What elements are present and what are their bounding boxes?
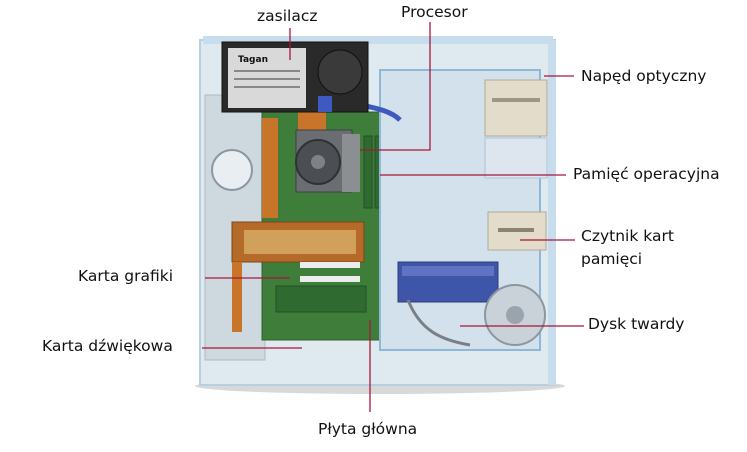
case-front-edge bbox=[548, 40, 556, 385]
graphics-card-pcb bbox=[244, 230, 356, 254]
cable-bundle-2 bbox=[406, 299, 471, 347]
case-top-edge bbox=[203, 36, 553, 44]
cpu-fan-hub bbox=[311, 155, 325, 169]
card-reader-slot bbox=[498, 228, 534, 232]
label-karta-grafiki: Karta grafiki bbox=[78, 267, 174, 285]
label-procesor: Procesor bbox=[401, 3, 468, 21]
label-karta-dzwiekowa: Karta dźwiękowa bbox=[42, 337, 173, 355]
pci-bracket bbox=[232, 262, 242, 332]
drive-bay bbox=[484, 137, 548, 179]
psu-brand-label: Tagan bbox=[238, 55, 268, 65]
sound-card bbox=[275, 285, 367, 313]
pci-slot-2 bbox=[300, 276, 360, 282]
label-naped-optyczny: Napęd optyczny bbox=[581, 67, 707, 85]
ram-module bbox=[363, 135, 373, 209]
front-fan-hub bbox=[506, 306, 524, 324]
psu-cable bbox=[318, 96, 332, 112]
psu-sticker-lines-2 bbox=[234, 78, 300, 80]
cpu-heatsink-fins bbox=[342, 134, 360, 192]
label-czytnik-line1: Czytnik kart bbox=[581, 227, 674, 245]
optical-drive-slot bbox=[492, 98, 540, 102]
pointer-lines bbox=[202, 22, 584, 412]
label-dysk-twardy: Dysk twardy bbox=[588, 315, 685, 333]
copper-heatsink-2 bbox=[298, 112, 326, 130]
label-plyta-glowna: Płyta główna bbox=[318, 420, 418, 438]
copper-heatsink bbox=[262, 118, 278, 218]
psu-sticker-lines-3 bbox=[234, 86, 300, 88]
optical-drive bbox=[484, 79, 548, 137]
label-pamiec-operacyjna: Pamięć operacyjna bbox=[573, 165, 720, 183]
rear-fan-hole bbox=[211, 149, 253, 191]
label-zasilacz: zasilacz bbox=[257, 7, 318, 25]
pointer-line-procesor bbox=[360, 22, 431, 151]
label-czytnik-line2: pamięci bbox=[581, 250, 643, 268]
hard-drive-top bbox=[402, 266, 494, 276]
pci-slot-1 bbox=[300, 262, 360, 268]
label-czytnik-kart: Czytnik kart pamięci bbox=[581, 225, 674, 271]
psu-fan bbox=[317, 49, 363, 95]
psu-sticker-lines bbox=[234, 70, 300, 72]
